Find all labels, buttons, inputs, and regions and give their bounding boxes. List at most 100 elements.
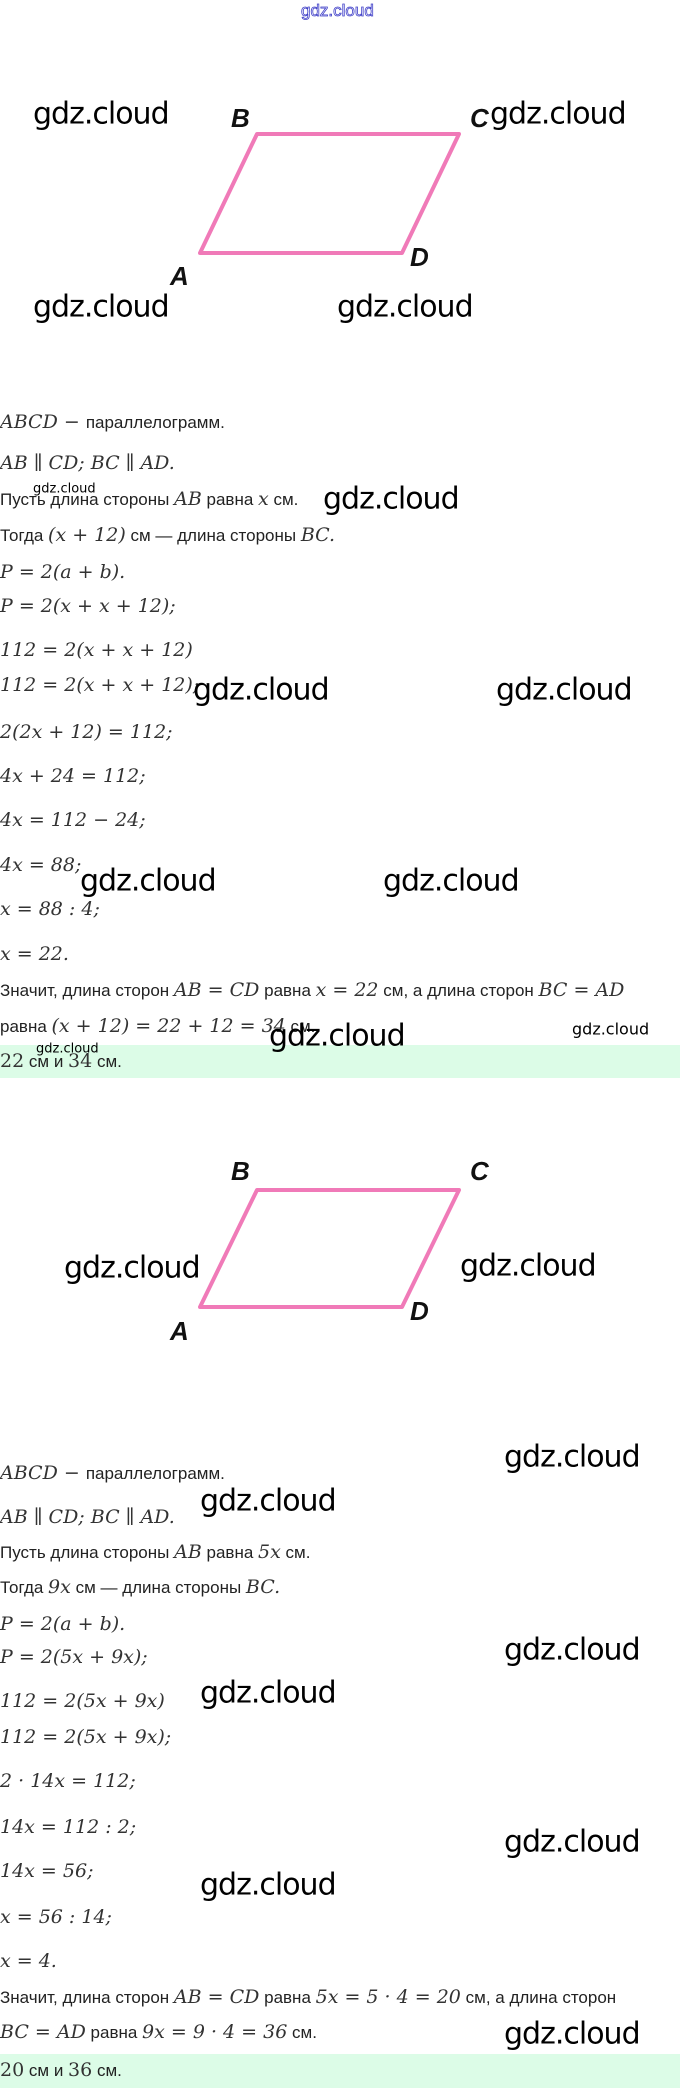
solution-line: ABCD − параллелограмм. (0, 410, 225, 435)
solution-line: Значит, длина сторон AB = CD равна 5x = … (0, 1985, 616, 2010)
text-fragment: см — длина стороны (70, 1578, 246, 1597)
math-expression: BC. (245, 1576, 281, 1598)
math-expression: P = 2(a + b). (0, 561, 126, 583)
header-watermark[interactable]: gdz.cloud (301, 1, 375, 21)
solution-line: Пусть длина стороны AB равна 5x см. (0, 1540, 310, 1565)
watermark: gdz.cloud (36, 1041, 99, 1057)
solution-line: ABCD − параллелограмм. (0, 1461, 225, 1486)
solution-line: 14x = 112 : 2; (0, 1815, 136, 1840)
math-expression: AB (174, 1541, 202, 1563)
math-expression: x (258, 488, 269, 510)
answer-number: 20 (0, 2059, 25, 2081)
text-fragment: см, а длина сторон (460, 1988, 617, 2007)
answer-box-1 (0, 1045, 680, 1078)
math-expression: x = 88 : 4; (0, 898, 100, 920)
math-expression: x = 56 : 14; (0, 1906, 112, 1928)
watermark: gdz.cloud (383, 863, 520, 899)
text-fragment: см. (280, 1543, 311, 1562)
watermark: gdz.cloud (504, 2016, 641, 2052)
solution-line: x = 88 : 4; (0, 897, 100, 922)
text-fragment: Значит, длина сторон (0, 1988, 174, 2007)
watermark: gdz.cloud (460, 1248, 597, 1284)
math-expression: BC = AD (0, 2021, 86, 2043)
watermark: gdz.cloud (200, 1483, 337, 1519)
text-fragment: Пусть длина стороны (0, 1543, 175, 1562)
math-expression: x = 22. (0, 943, 69, 965)
text-fragment: Значит, длина сторон (0, 981, 174, 1000)
math-expression: P = 2(x + x + 12); (0, 595, 176, 617)
watermark: gdz.cloud (323, 481, 460, 517)
solution-line: равна (x + 12) = 22 + 12 = 34 см. (0, 1014, 315, 1039)
text-fragment: равна (85, 2023, 143, 2042)
text-fragment: Тогда (0, 1578, 49, 1597)
vertex-label-d: D (410, 242, 429, 272)
text-fragment: см — длина стороны (125, 526, 301, 545)
watermark: gdz.cloud (200, 1867, 337, 1903)
solution-line: 112 = 2(x + x + 12); (0, 673, 199, 698)
solution-line: 4x = 112 − 24; (0, 808, 146, 833)
solution-line: 112 = 2(x + x + 12) (0, 638, 193, 663)
math-expression: 2 · 14x = 112; (0, 1770, 136, 1792)
answer-text: 20 см и 36 см. (0, 2058, 122, 2083)
math-expression: BC. (300, 524, 336, 546)
text-fragment: равна (0, 1017, 52, 1036)
parallelogram-figure-2: B C D A (169, 1156, 490, 1346)
text-fragment: параллелограмм. (85, 1464, 225, 1483)
solution-line: x = 22. (0, 942, 69, 967)
watermark: gdz.cloud (337, 289, 474, 325)
solution-line: x = 56 : 14; (0, 1905, 112, 1930)
math-expression: 2(2x + 12) = 112; (0, 721, 173, 743)
text-fragment: Пусть длина стороны (0, 490, 175, 509)
math-expression: (x + 12) (48, 524, 126, 546)
math-expression: 9x = 9 · 4 = 36 (142, 2021, 288, 2043)
watermark: gdz.cloud (64, 1250, 201, 1286)
solution-line: Значит, длина сторон AB = CD равна x = 2… (0, 978, 624, 1003)
math-expression: (x + 12) = 22 + 12 = 34 (51, 1015, 286, 1037)
answer-number: 22 (0, 1050, 25, 1072)
watermark: gdz.cloud (496, 672, 633, 708)
solution-line: 112 = 2(5x + 9x) (0, 1689, 165, 1714)
parallelogram-shape (198, 1188, 461, 1309)
solution-line: BC = AD равна 9x = 9 · 4 = 36 см. (0, 2020, 317, 2045)
watermark: gdz.cloud (80, 863, 217, 899)
math-expression: 4x + 24 = 112; (0, 765, 146, 787)
solution-line: 4x = 88; (0, 853, 81, 878)
solution-line: 2 · 14x = 112; (0, 1769, 136, 1794)
text-fragment: см и (24, 2061, 69, 2080)
text-fragment: см. (287, 2023, 317, 2042)
watermark: gdz.cloud (193, 672, 330, 708)
vertex-label-b: B (231, 1156, 250, 1186)
math-expression: P = 2(a + b). (0, 1613, 126, 1635)
solution-line: x = 4. (0, 1949, 57, 1974)
watermark: gdz.cloud (33, 289, 170, 325)
solution-line: P = 2(a + b). (0, 1612, 125, 1637)
math-expression: 5x = 5 · 4 = 20 (315, 1986, 461, 2008)
math-expression: 112 = 2(x + x + 12); (0, 674, 200, 696)
solution-line: 14x = 56; (0, 1859, 93, 1884)
math-expression: P = 2(5x + 9x); (0, 1646, 148, 1668)
math-expression: AB (174, 488, 202, 510)
watermark: gdz.cloud (504, 1439, 641, 1475)
solution-line: 2(2x + 12) = 112; (0, 720, 173, 745)
text-fragment: равна (201, 1543, 259, 1562)
math-expression: 112 = 2(5x + 9x) (0, 1690, 165, 1712)
math-expression: AB ∥ CD; BC ∥ AD. (0, 452, 175, 474)
solution-line: P = 2(5x + 9x); (0, 1645, 148, 1670)
answer-number: 36 (68, 2059, 93, 2081)
vertex-label-b: B (231, 103, 250, 133)
text-fragment: равна (201, 490, 259, 509)
solution-line: Тогда (x + 12) см — длина стороны BC. (0, 523, 335, 548)
answer-number: 34 (68, 1050, 93, 1072)
text-fragment: Тогда (0, 526, 49, 545)
parallelogram-figure-1: B C D A (169, 103, 490, 291)
watermark: gdz.cloud (33, 96, 170, 132)
math-expression: AB ∥ CD; BC ∥ AD. (0, 1506, 175, 1528)
math-expression: ABCD − (0, 411, 86, 433)
vertex-label-a: A (169, 1316, 189, 1346)
watermark: gdz.cloud (269, 1018, 406, 1054)
text-fragment: см и (24, 1052, 69, 1071)
math-expression: 14x = 56; (0, 1860, 94, 1882)
solution-line: Пусть длина стороны AB равна x см. (0, 487, 298, 512)
math-expression: 112 = 2(x + x + 12) (0, 639, 193, 661)
